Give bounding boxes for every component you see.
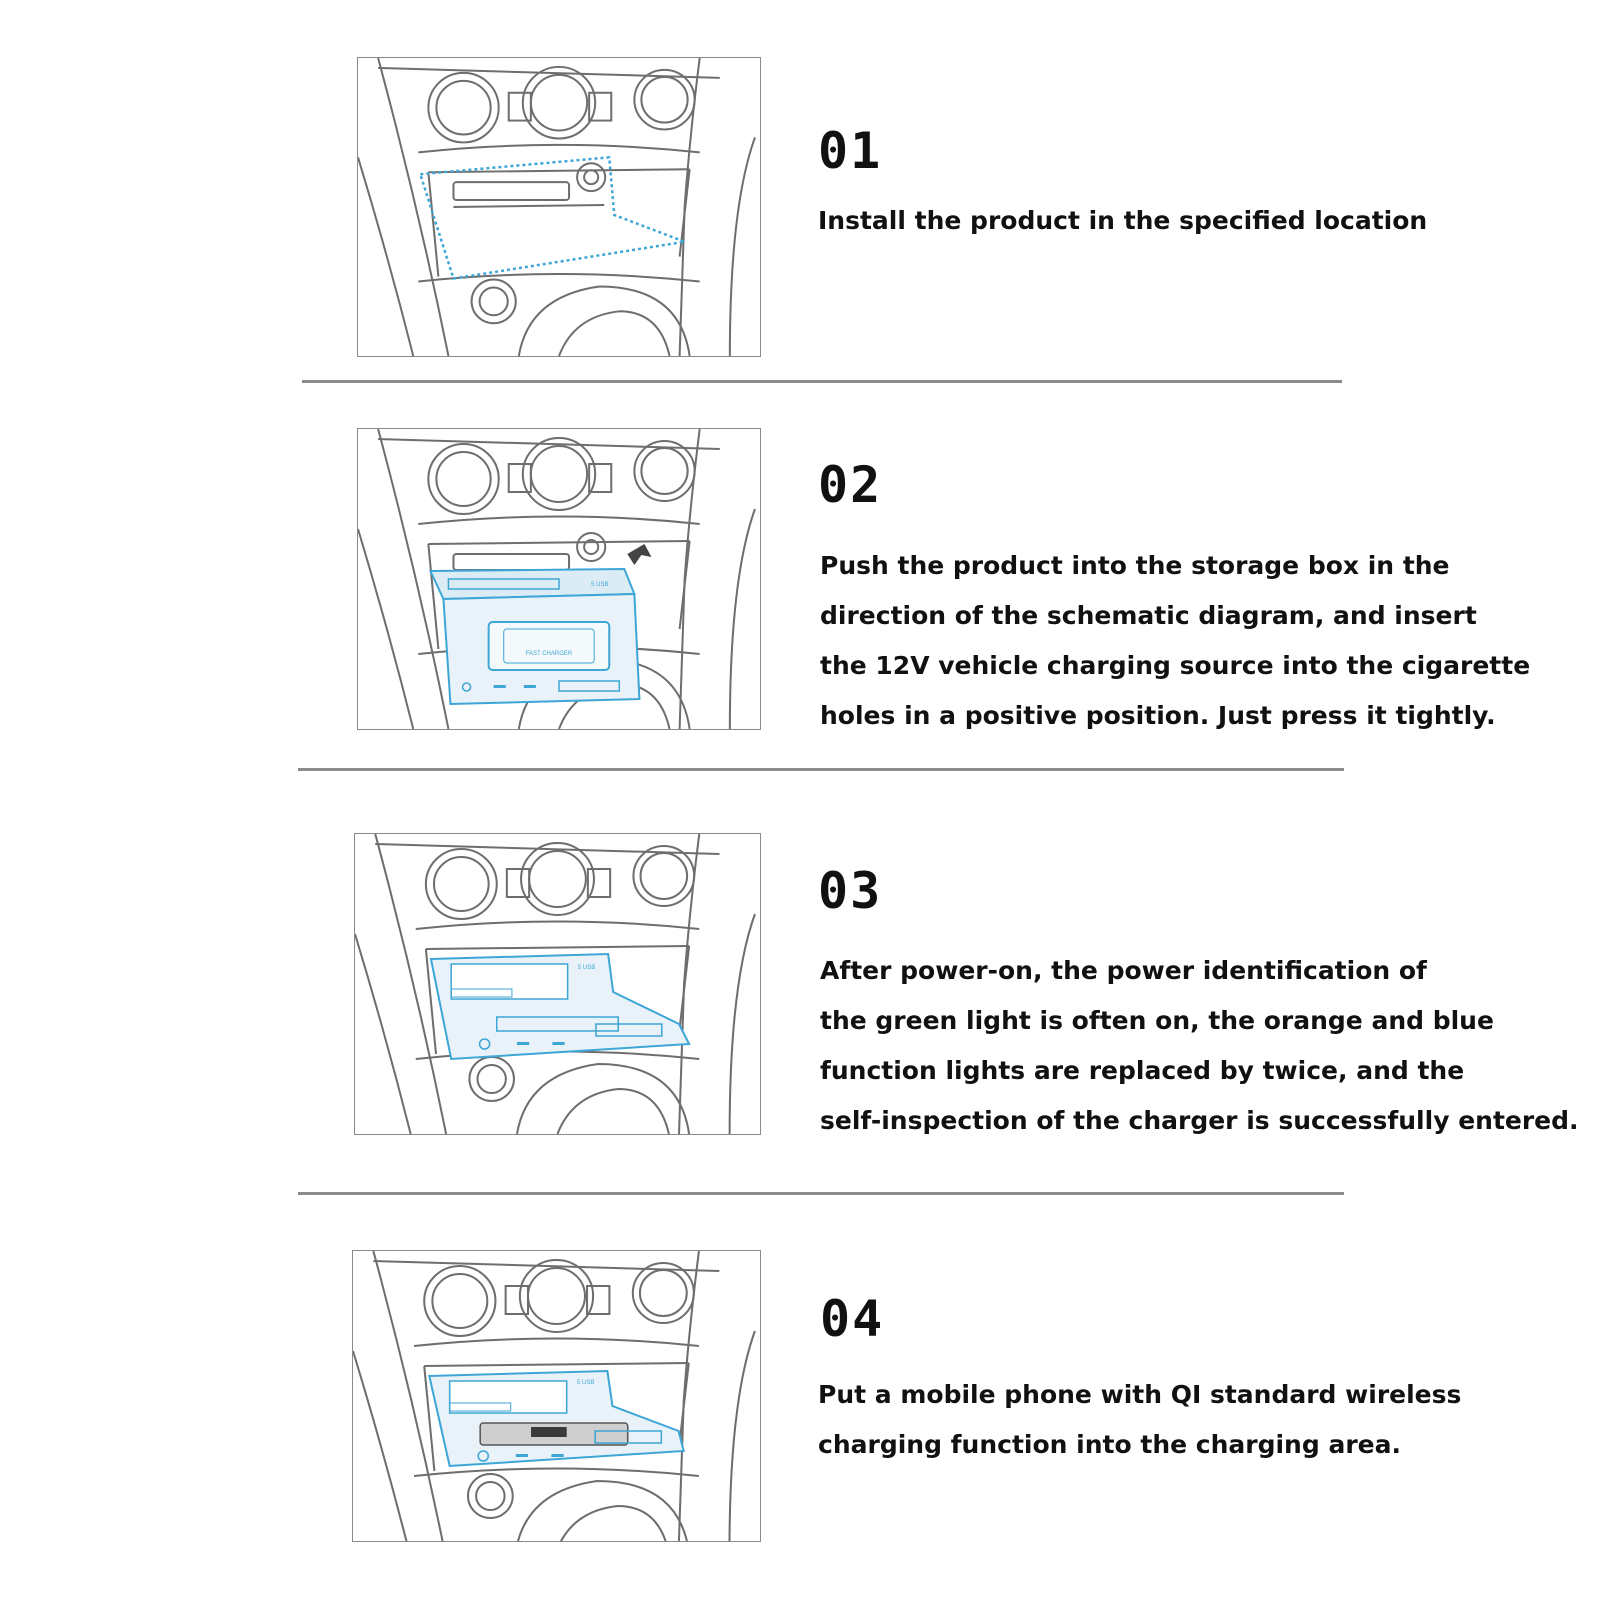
console-empty-slot-icon [358,58,756,356]
fast-charger-label: FAST CHARGER [526,651,573,657]
usb-label: 5 USB [577,1380,595,1386]
step-04-illustration: 5 USB [352,1250,761,1542]
step-description: After power-on, the power identification… [820,946,1579,1146]
description-line: direction of the schematic diagram, and … [820,601,1477,630]
description-line: holes in a positive position. Just press… [820,701,1496,730]
step-number: 03 [818,862,883,920]
usb-label: 5 USB [591,582,608,588]
step-01-illustration [357,57,761,357]
description-line: Put a mobile phone with QI standard wire… [818,1380,1462,1409]
description-line: function lights are replaced by twice, a… [820,1056,1465,1085]
charger-insert-icon: FAST CHARGER 5 USB [358,429,756,729]
step-02-illustration: FAST CHARGER 5 USB [357,428,761,730]
step-number: 01 [818,122,883,180]
description-line: Install the product in the specified loc… [818,206,1428,235]
description-line: the 12V vehicle charging source into the… [820,651,1531,680]
step-description: Put a mobile phone with QI standard wire… [818,1370,1461,1470]
step-description: Install the product in the specified loc… [818,196,1427,246]
step-description: Push the product into the storage box in… [820,541,1530,741]
description-line: Push the product into the storage box in… [820,551,1450,580]
usb-label: 5 USB [578,965,595,971]
step-number: 04 [820,1290,885,1348]
phone-charging-icon: 5 USB [353,1251,756,1541]
step-03-illustration: 5 USB [354,833,761,1135]
charger-installed-icon: 5 USB [355,834,756,1134]
description-line: After power-on, the power identification… [820,956,1427,985]
description-line: self-inspection of the charger is succes… [820,1106,1579,1135]
divider [298,768,1344,771]
divider [298,1192,1344,1195]
description-line: the green light is often on, the orange … [820,1006,1494,1035]
description-line: charging function into the charging area… [818,1430,1401,1459]
divider [302,380,1342,383]
step-number: 02 [818,456,883,514]
